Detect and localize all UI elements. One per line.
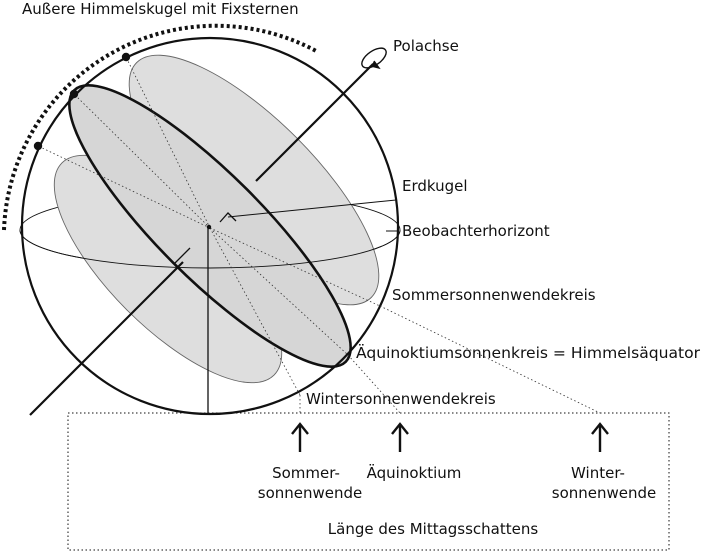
shadow-box (67, 412, 670, 551)
star-dots (33, 52, 131, 151)
shadow-summer-label-line2: sonnenwende (258, 484, 363, 502)
rotation-arrow-icon (361, 47, 387, 70)
dotted-construction-lines (37, 56, 601, 414)
shadow-winter-label-line2: sonnenwende (552, 484, 657, 502)
shadow-winter-label-line1: Winter- (571, 464, 625, 482)
polar-axis (29, 63, 374, 416)
polar-axis-label: Polachse (393, 37, 459, 55)
observer-point (206, 224, 212, 230)
outer-sphere-label: Außere Himmelskugel mit Fixsternen (22, 0, 299, 18)
pointer-lines (227, 199, 398, 232)
horizon-front (19, 229, 401, 269)
shadow-arrows (291, 422, 609, 452)
shadow-equinox-label: Äquinoktium (367, 463, 462, 482)
equinox-circle-label: Äquinoktiumsonnenkreis = Himmelsäquator (356, 343, 701, 362)
shadow-summer-label-line1: Sommer- (272, 464, 340, 482)
earth-sphere (20, 36, 400, 416)
earth-label: Erdkugel (402, 177, 468, 195)
observer-vertical (174, 212, 237, 413)
outer-sphere-arc (2, 23, 319, 231)
horizon-label: Beobachterhorizont (402, 222, 550, 240)
summer-circle-label: Sommersonnenwendekreis (392, 286, 596, 304)
winter-circle-label: Wintersonnenwendekreis (306, 390, 496, 408)
shadow-length-label: Länge des Mittagsschattens (328, 520, 539, 538)
